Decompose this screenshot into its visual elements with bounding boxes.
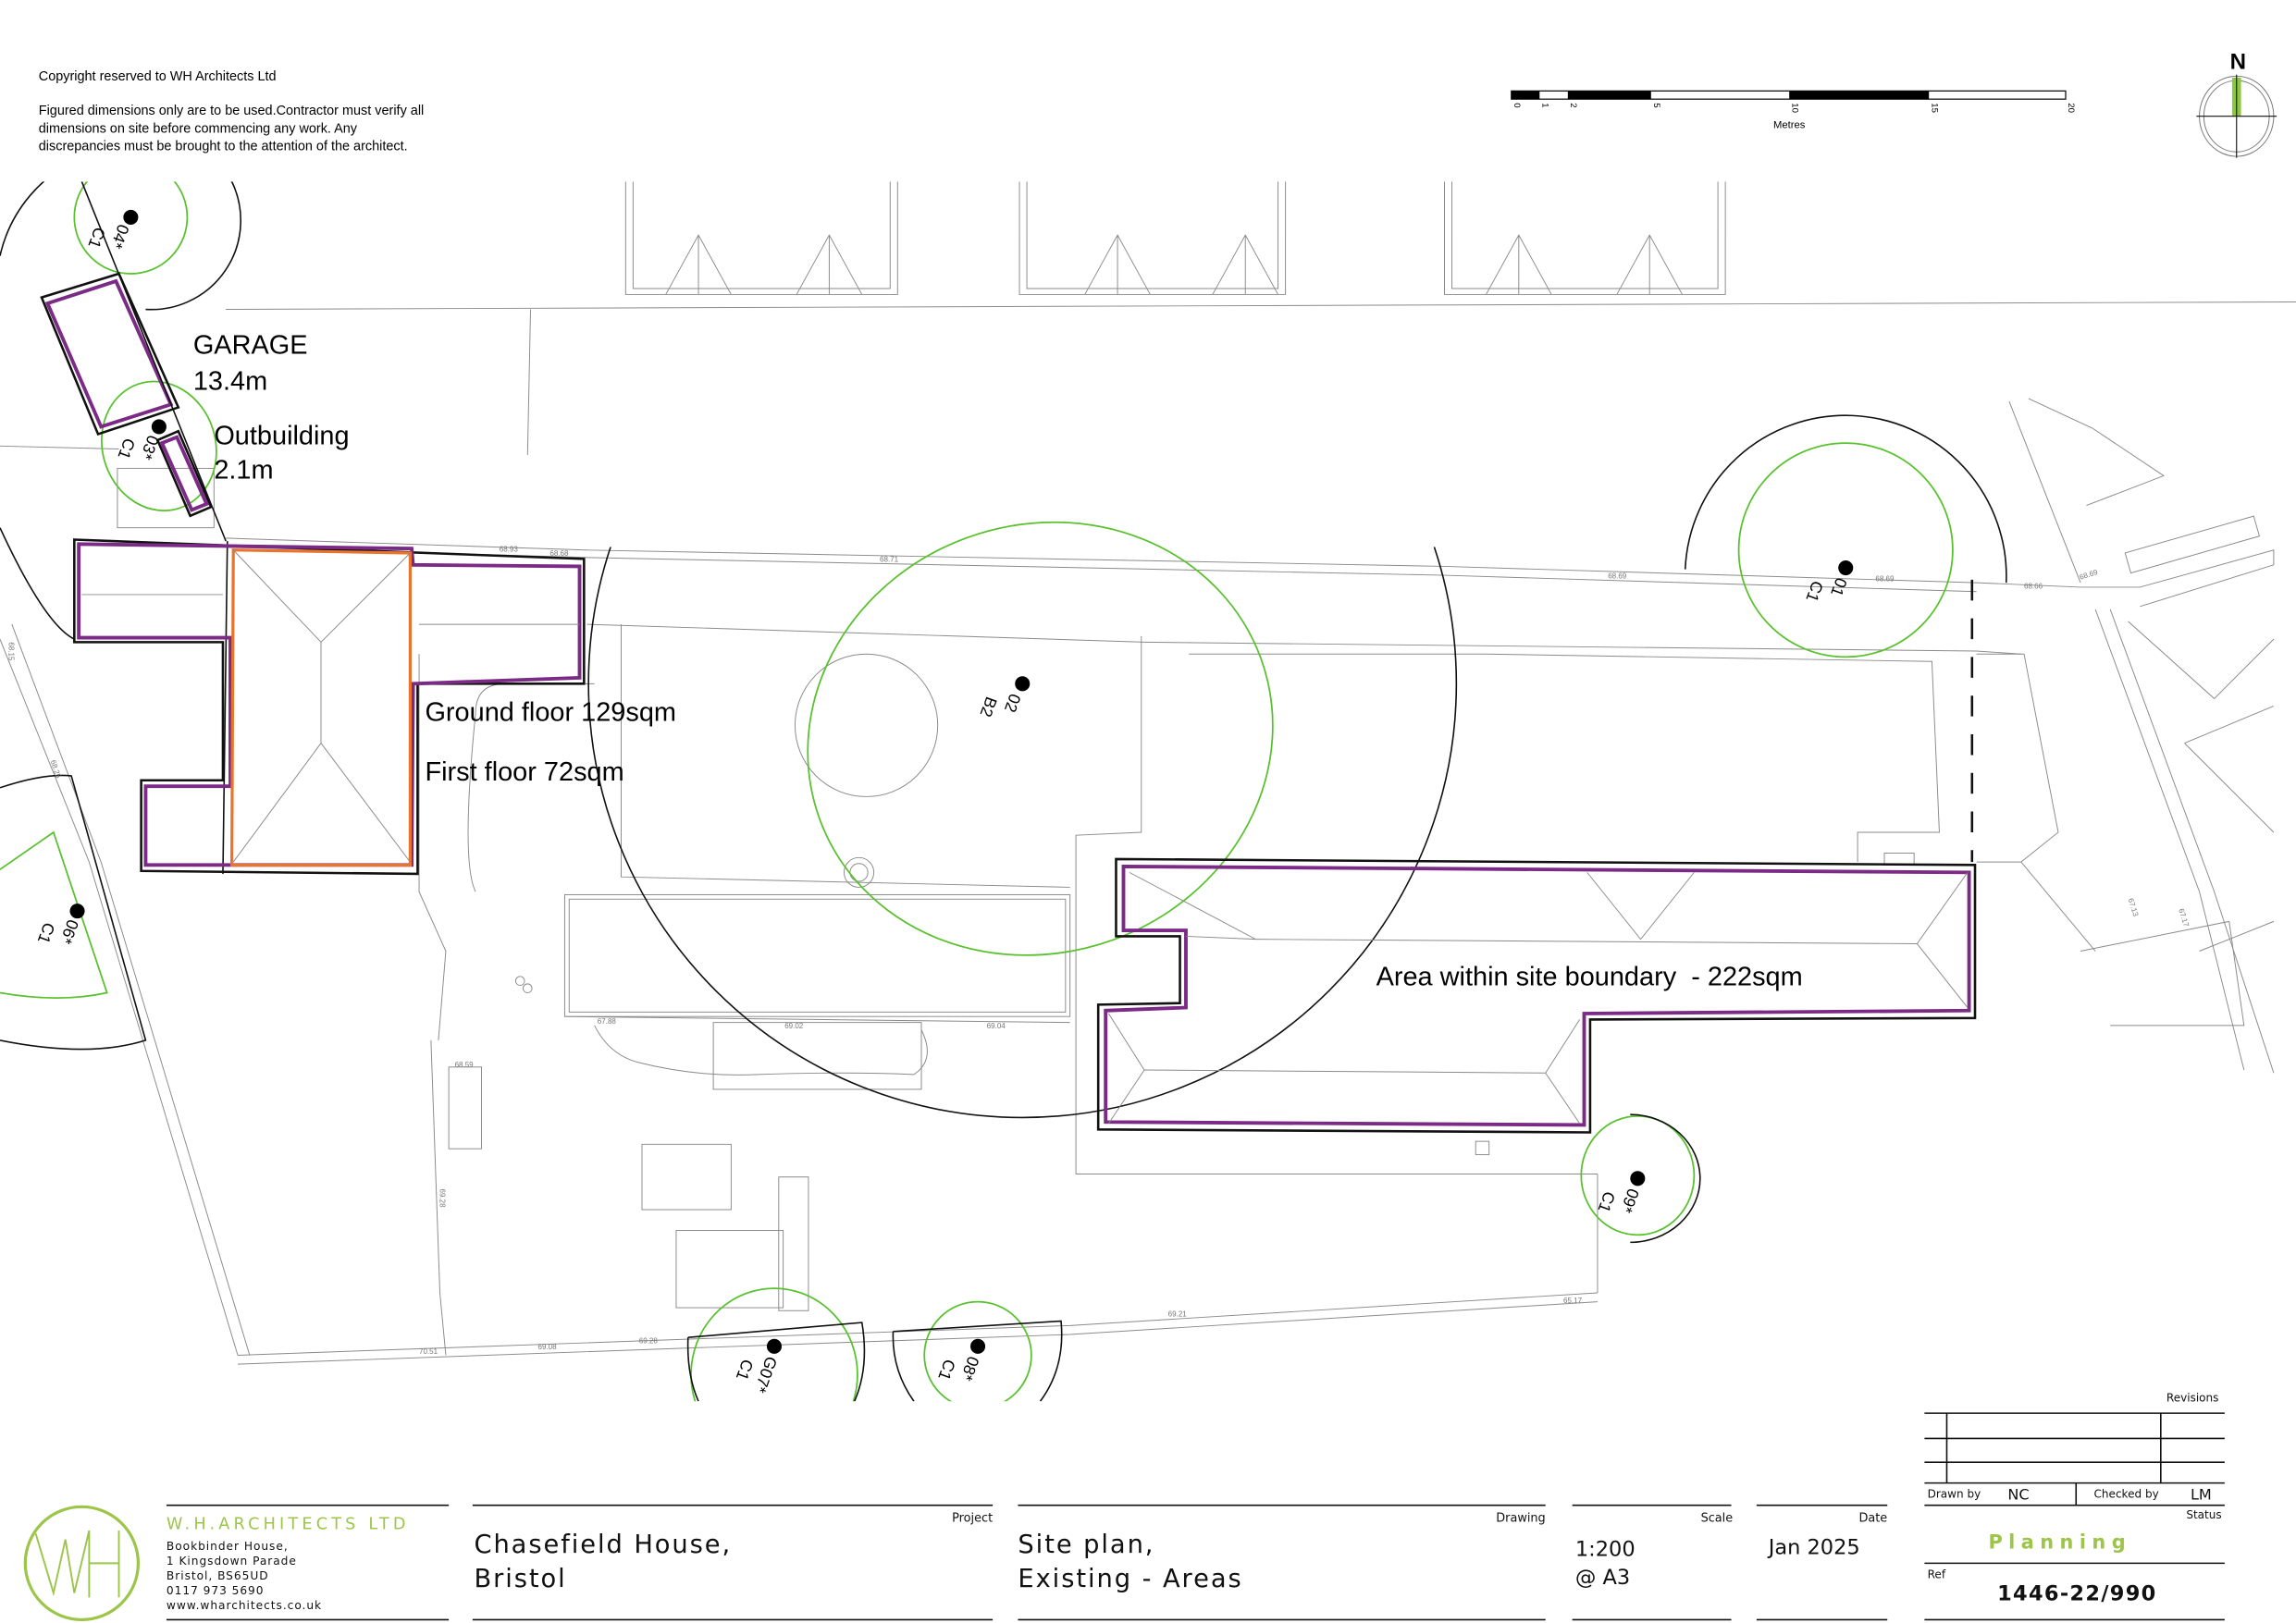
tree-category: C1 <box>34 920 59 946</box>
spot-level: 68.69 <box>2079 568 2099 582</box>
spot-level: 69.02 <box>784 1022 804 1030</box>
spot-level: 68.68 <box>549 549 569 558</box>
spot-level: 67.13 <box>2127 897 2141 917</box>
tree-id: 06* <box>56 917 82 947</box>
spot-level: 68.59 <box>455 1061 475 1069</box>
garage-height: 13.4m <box>193 366 267 396</box>
outbuilding-outline <box>155 429 213 518</box>
drawing-label: Drawing <box>1496 1511 1545 1525</box>
garage-outline <box>40 272 180 436</box>
area-labels: GARAGE 13.4m Outbuilding 2.1m Ground flo… <box>193 331 1803 992</box>
spot-level: 68.93 <box>500 545 519 553</box>
disclaimer-line: Figured dimensions only are to be used.C… <box>39 104 424 118</box>
spot-level: 69.08 <box>538 1343 558 1351</box>
address-line: Bristol, BS65UD <box>167 1569 269 1582</box>
company-name: W.H.ARCHITECTS LTD <box>167 1515 410 1533</box>
scale-tick: 1 <box>1540 103 1550 107</box>
spot-level: 69.21 <box>1168 1310 1188 1319</box>
spot-level: 69.28 <box>639 1337 659 1346</box>
tree-category: C1 <box>1595 1189 1620 1215</box>
scale-tick: 20 <box>2066 103 2076 113</box>
address-line: www.wharchitects.co.uk <box>167 1599 322 1612</box>
status-label: Status <box>2186 1508 2221 1521</box>
tree-id: 03* <box>137 433 163 462</box>
outbuilding-label: Outbuilding <box>214 422 349 451</box>
tree-rpa-circles <box>0 181 2007 1402</box>
tree-category: C1 <box>114 436 139 461</box>
address-line: 1 Kingsdown Parade <box>167 1555 297 1568</box>
ground-floor-area: Ground floor 129sqm <box>425 698 676 728</box>
tree-id: 09* <box>1617 1187 1643 1216</box>
revisions-label: Revisions <box>2166 1391 2219 1404</box>
spot-level: 69.28 <box>438 1189 447 1209</box>
title-block: W.H.ARCHITECTS LTD Bookbinder House, 1 K… <box>23 1391 2225 1622</box>
sheet-size: @ A3 <box>1575 1566 1630 1590</box>
drawn-by-value: NC <box>2007 1485 2029 1503</box>
checked-by-value: LM <box>2191 1485 2212 1503</box>
checked-by-label: Checked by <box>2094 1488 2159 1501</box>
disclaimer-line: discrepancies must be brought to the att… <box>39 140 408 154</box>
garage-label: GARAGE <box>193 331 308 361</box>
date-label: Date <box>1859 1511 1888 1525</box>
drawing-title: Site plan, <box>1018 1531 1154 1559</box>
north-arrow-icon: N <box>2196 49 2277 158</box>
spot-level: 68.69 <box>1875 574 1895 583</box>
copyright-note: Copyright reserved to WH Architects Ltd <box>39 69 277 84</box>
scale-bar: 0 1 2 5 10 15 20 Metres <box>1511 90 2076 131</box>
north-label: N <box>2230 49 2246 74</box>
project-label: Project <box>952 1511 993 1525</box>
date-value: Jan 2025 <box>1767 1536 1860 1560</box>
project-location: Bristol <box>474 1565 566 1593</box>
site-boundary-area: Area within site boundary - 222sqm <box>1376 962 1803 991</box>
drawing-ref: 1446-22/990 <box>1997 1582 2156 1606</box>
chasefield-house-outline <box>73 538 586 876</box>
spot-levels: 68.93 68.68 68.71 68.69 68.69 68.66 68.6… <box>7 545 2191 1355</box>
drawn-by-label: Drawn by <box>1928 1488 1981 1501</box>
tree-id: 04* <box>107 222 133 252</box>
tree-id: G07* <box>750 1354 781 1396</box>
spot-level: 69.04 <box>987 1022 1006 1030</box>
site-plan-drawing: 68.93 68.68 68.71 68.69 68.69 68.66 68.6… <box>0 181 2296 1402</box>
project-name: Chasefield House, <box>474 1531 732 1559</box>
spot-level: 67.17 <box>2177 907 2191 928</box>
company-logo <box>23 1505 141 1622</box>
scale-tick: 0 <box>1512 103 1522 107</box>
outbuilding-height: 2.1m <box>214 456 273 486</box>
site-building-outline <box>1096 857 1977 1134</box>
tree-category: C1 <box>84 225 109 251</box>
scale-tick: 15 <box>1929 103 1939 113</box>
tree-id: 02 <box>1001 692 1025 715</box>
spot-level: 68.15 <box>7 642 16 661</box>
first-floor-area: First floor 72sqm <box>425 757 623 787</box>
spot-level: 68.69 <box>1608 572 1627 580</box>
tree-id: 08* <box>957 1354 983 1383</box>
scale-label: Scale <box>1701 1511 1734 1525</box>
drawing-subtitle: Existing - Areas <box>1018 1565 1242 1593</box>
scale-unit: Metres <box>1773 120 1806 131</box>
tree-category: B2 <box>977 695 1001 719</box>
spot-level: 67.88 <box>598 1017 617 1026</box>
address-line: Bookbinder House, <box>167 1540 289 1553</box>
status-value: Planning <box>1988 1531 2131 1553</box>
spot-level: 65.17 <box>1563 1297 1583 1305</box>
scale-tick: 10 <box>1789 103 1799 113</box>
spot-level: 68.71 <box>880 556 899 564</box>
spot-level: 68.66 <box>2024 583 2043 591</box>
address-line: 0117 973 5690 <box>167 1584 265 1597</box>
ref-label: Ref <box>1928 1568 1946 1580</box>
scale-tick: 2 <box>1568 103 1578 107</box>
tree-category: C1 <box>1802 579 1827 605</box>
tree-category: C1 <box>934 1357 959 1383</box>
tree-markers: 04* C1 03* C1 06* C1 02 B2 01 C1 09* C1 … <box>34 209 1854 1396</box>
first-floor-outline <box>229 548 412 867</box>
sheet-notes: Copyright reserved to WH Architects Ltd … <box>39 69 424 154</box>
revisions-table <box>1924 1412 2225 1621</box>
scale-value: 1:200 <box>1575 1537 1636 1561</box>
disclaimer-line: dimensions on site before commencing any… <box>39 121 358 136</box>
spot-level: 70.51 <box>419 1347 438 1356</box>
scale-tick: 5 <box>1651 103 1661 107</box>
